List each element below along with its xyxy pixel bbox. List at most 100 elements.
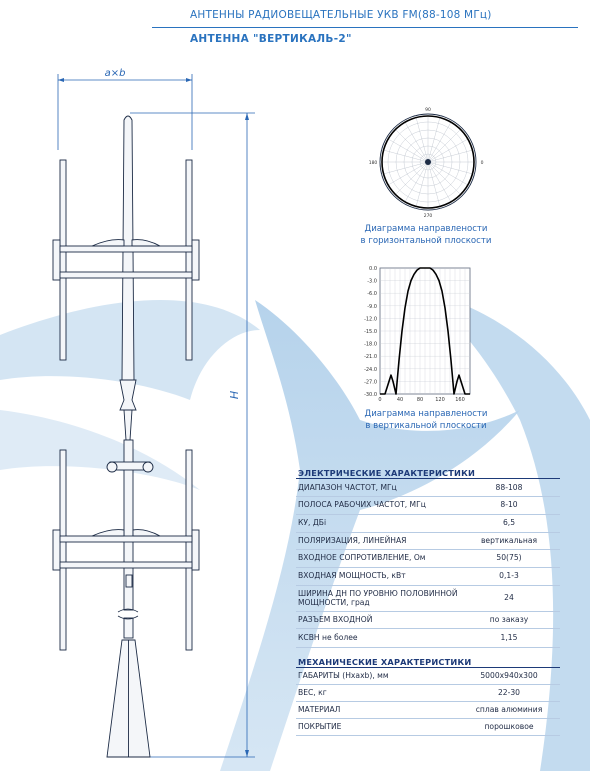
x-tick-label: 160	[455, 397, 465, 403]
polar-angle-top: 90	[425, 107, 431, 113]
y-tick-label: -12.0	[364, 316, 377, 322]
polar-spoke	[427, 120, 453, 163]
horizontal-pattern-polar	[379, 113, 477, 211]
polar-spoke	[427, 161, 463, 197]
polar-spoke	[393, 127, 429, 163]
spec-value: 24	[504, 593, 514, 603]
y-tick-label: 0.0	[369, 266, 377, 272]
polar-spoke	[381, 149, 429, 163]
caption-line: в вертикальной плоскости	[365, 421, 487, 431]
polar-spoke	[427, 115, 441, 163]
spec-key: РАЗЪЕМ ВХОДНОЙ	[298, 614, 373, 624]
polar-spoke	[427, 149, 475, 163]
spec-row: ДИАПАЗОН ЧАСТОТ, МГц 88-108	[296, 479, 560, 497]
y-tick-label: -9.0	[367, 304, 377, 310]
y-tick-label: -6.0	[367, 291, 377, 297]
horizontal-pattern-caption: Диаграмма направлености в горизонтальной…	[346, 223, 506, 247]
dim-height-label: H	[228, 391, 241, 399]
polar-angle-left: 180	[369, 160, 378, 166]
spec-value: 6,5	[502, 518, 516, 528]
spec-row: РАЗЪЕМ ВХОДНОЙ по заказу	[296, 611, 560, 629]
spec-key: МАТЕРИАЛ	[298, 704, 341, 714]
polar-spoke	[427, 161, 453, 204]
spec-row: КСВН не более 1,15	[296, 628, 560, 648]
electrical-top-rule	[296, 478, 560, 479]
spec-row: ВХОДНОЕ СОПРОТИВЛЕНИЕ, Ом 50(75)	[296, 549, 560, 568]
polar-spoke	[415, 115, 429, 163]
spec-value: порошковое	[484, 721, 534, 731]
spec-value: вертикальная	[480, 535, 538, 545]
spec-key: ВХОДНАЯ МОЩНОСТЬ, кВт	[298, 571, 406, 581]
vertical-pattern-chart: 0.0 -3.0 -6.0 -9.0 -12.0 -15.0 -18.0 -21.0 -24.0…	[364, 266, 471, 403]
polar-spoke	[427, 127, 463, 163]
polar-spoke	[403, 161, 429, 204]
spec-value: 88-108	[495, 482, 523, 492]
spec-row: ПОЛЯРИЗАЦИЯ, ЛИНЕЙНАЯ вертикальная	[296, 532, 560, 550]
antenna-structure	[52, 115, 200, 758]
spec-key: КСВН не более	[298, 632, 358, 642]
spec-row: ВЕС, кг 22-30	[296, 684, 560, 702]
spec-value: 1,15	[500, 632, 518, 642]
caption-line: Диаграмма направлености	[364, 224, 488, 234]
polar-spoke	[381, 161, 429, 175]
y-tick-label: -15.0	[364, 329, 377, 335]
polar-spoke	[393, 161, 429, 197]
spec-key: ДИАПАЗОН ЧАСТОТ, МГц	[298, 482, 397, 492]
background-swoosh-right	[420, 290, 590, 771]
mechanical-top-rule	[296, 667, 560, 668]
vertical-pattern-caption: Диаграмма направлености в вертикальной п…	[346, 408, 506, 432]
spec-key: ПОЛЯРИЗАЦИЯ, ЛИНЕЙНАЯ	[298, 535, 407, 545]
spec-value: 0,1-3	[499, 571, 519, 581]
mechanical-title: МЕХАНИЧЕСКИЕ ХАРАКТЕРИСТИКИ	[298, 657, 472, 667]
x-tick-label: 0	[378, 397, 381, 403]
x-tick-label: 40	[397, 397, 403, 403]
page-title: АНТЕННЫ РАДИОВЕЩАТЕЛЬНЫЕ УКВ FM(88-108 М…	[190, 9, 492, 21]
dimension-lines	[57, 74, 255, 758]
caption-line: Диаграмма направлености	[364, 409, 488, 419]
y-tick-label: -24.0	[364, 367, 377, 373]
y-tick-label: -21.0	[364, 354, 377, 360]
spec-value: сплав алюминия	[475, 704, 543, 714]
x-tick-label: 80	[417, 397, 423, 403]
spec-value: 22-30	[497, 687, 521, 697]
spec-key: ВХОДНОЕ СОПРОТИВЛЕНИЕ, Ом	[298, 553, 426, 563]
polar-spoke	[427, 137, 470, 163]
caption-line: в горизонтальной плоскости	[360, 236, 492, 246]
pattern-series-line	[380, 267, 470, 395]
spec-key: КУ, ДБі	[298, 518, 327, 528]
polar-spoke	[427, 161, 475, 175]
spec-row: ПОКРЫТИЕ порошковое	[296, 718, 560, 736]
spec-key: ШИРИНА ДН ПО УРОВНЮ ПОЛОВИННОЙ МОЩНОСТИ,…	[298, 588, 458, 608]
polar-angle-right: 0	[481, 160, 484, 166]
y-tick-label: -27.0	[364, 379, 377, 385]
polar-angle-bottom: 270	[424, 213, 433, 219]
spec-row: ШИРИНА ДН ПО УРОВНЮ ПОЛОВИННОЙ МОЩНОСТИ,…	[296, 585, 560, 612]
spec-row: КУ, ДБі 6,5	[296, 514, 560, 533]
polar-spoke	[386, 137, 429, 163]
spec-value: по заказу	[489, 614, 529, 624]
y-tick-label: -3.0	[367, 279, 377, 285]
background-swoosh-main	[220, 300, 520, 771]
background-swoosh-far-left	[0, 410, 200, 490]
polar-spoke	[403, 120, 429, 163]
polar-spoke	[427, 161, 441, 209]
spec-key: ПОКРЫТИЕ	[298, 721, 342, 731]
spec-row: МАТЕРИАЛ сплав алюминия	[296, 701, 560, 719]
polar-spoke	[427, 161, 470, 187]
spec-value: 5000х940х300	[480, 671, 538, 681]
polar-spoke	[415, 161, 429, 209]
electrical-title: ЭЛЕКТРИЧЕСКИЕ ХАРАКТЕРИСТИКИ	[298, 468, 476, 478]
page-subtitle: АНТЕННА "ВЕРТИКАЛЬ-2"	[190, 33, 352, 45]
spec-value: 8-10	[500, 500, 518, 510]
dim-width-label: a×b	[105, 68, 126, 79]
y-tick-label: -18.0	[364, 342, 377, 348]
spec-row: ВХОДНАЯ МОЩНОСТЬ, кВт 0,1-3	[296, 567, 560, 586]
header-divider	[152, 27, 578, 28]
x-tick-label: 120	[435, 397, 445, 403]
spec-value: 50(75)	[496, 553, 522, 563]
spec-key: ВЕС, кг	[298, 687, 327, 697]
y-tick-label: -30.0	[364, 392, 377, 398]
